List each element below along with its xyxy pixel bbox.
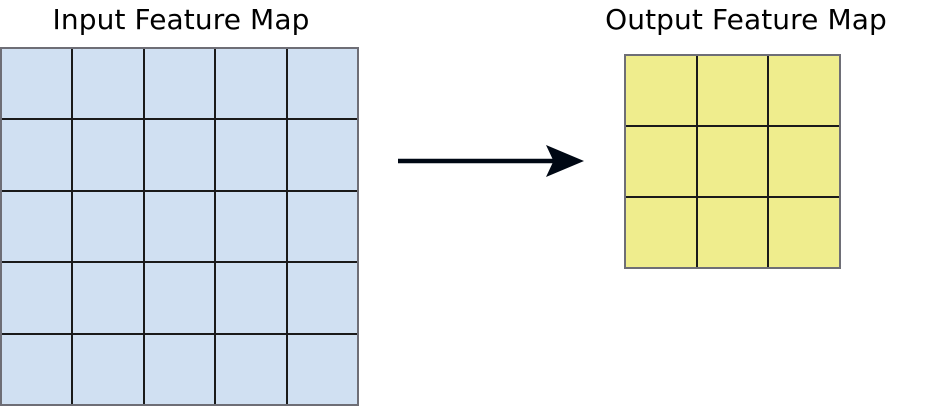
input-feature-map-cell	[144, 263, 215, 333]
input-feature-map-cell	[2, 263, 72, 333]
input-feature-map-cell	[2, 49, 72, 119]
input-feature-map-cell	[2, 191, 72, 262]
input-feature-map-cell	[287, 263, 357, 333]
input-feature-map-cell	[2, 120, 72, 190]
input-feature-map-cell	[144, 191, 215, 262]
input-feature-map-cell	[144, 49, 215, 119]
output-feature-map-cell	[697, 127, 768, 196]
input-feature-map-title: Input Feature Map	[52, 3, 310, 36]
input-feature-map-cell	[73, 191, 143, 262]
input-feature-map-cell	[216, 334, 286, 404]
input-feature-map-cell	[216, 49, 286, 119]
output-feature-map-cell	[626, 56, 696, 125]
output-feature-map-cell	[626, 198, 696, 267]
arrow-head	[546, 145, 584, 177]
output-feature-map-cell	[769, 127, 839, 196]
input-feature-map-cell	[2, 334, 72, 404]
input-feature-map-cell	[144, 334, 215, 404]
input-feature-map-cell	[73, 120, 143, 190]
transform-arrow	[398, 145, 584, 177]
input-feature-map-cell	[287, 334, 357, 404]
input-feature-map-cell	[287, 191, 357, 262]
input-feature-map-cell	[73, 334, 143, 404]
input-feature-map-cell	[287, 49, 357, 119]
input-feature-map-cell	[287, 120, 357, 190]
input-feature-map-cell	[73, 49, 143, 119]
input-feature-map-grid	[0, 47, 359, 406]
output-feature-map-cell	[769, 198, 839, 267]
output-feature-map-cell	[697, 56, 768, 125]
output-feature-map-cell	[697, 198, 768, 267]
output-feature-map-cell	[769, 56, 839, 125]
output-feature-map-cell	[626, 127, 696, 196]
output-feature-map-grid	[624, 54, 841, 269]
output-feature-map-title: Output Feature Map	[605, 3, 887, 36]
input-feature-map-cell	[216, 120, 286, 190]
input-feature-map-cell	[216, 263, 286, 333]
input-feature-map-cell	[216, 191, 286, 262]
input-feature-map-cell	[144, 120, 215, 190]
input-feature-map-cell	[73, 263, 143, 333]
